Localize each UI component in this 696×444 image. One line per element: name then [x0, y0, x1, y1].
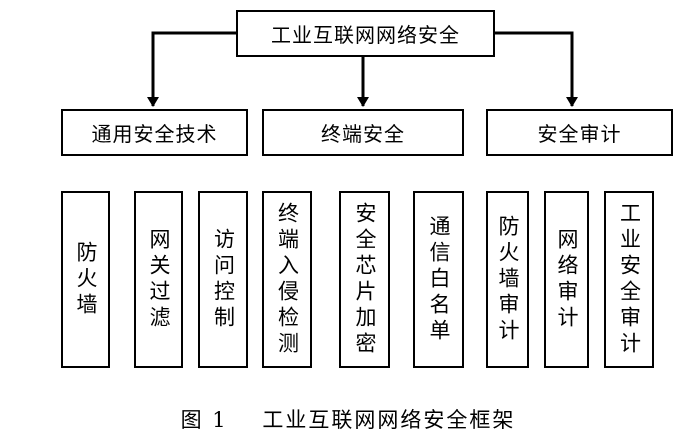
- leaf-label: 安全芯片加密: [353, 201, 377, 358]
- leaf-network-audit: 网络审计: [544, 191, 589, 368]
- arrow-to-general-security: [147, 31, 236, 107]
- leaf-security-chip-encryption: 安全芯片加密: [339, 191, 390, 368]
- category-endpoint-security: 终端安全: [262, 109, 464, 156]
- leaf-firewall-audit: 防火墙审计: [486, 191, 529, 368]
- leaf-gateway-filtering: 网关过滤: [134, 191, 183, 368]
- leaf-communication-whitelist: 通信白名单: [413, 191, 464, 368]
- category-security-audit: 安全审计: [486, 109, 673, 156]
- arrow-to-security-audit: [495, 31, 578, 107]
- leaf-label: 网络审计: [555, 227, 579, 332]
- figure-caption: 图 1 工业互联网网络安全框架: [180, 408, 516, 432]
- category-general-security: 通用安全技术: [61, 109, 248, 156]
- leaf-industrial-security-audit: 工业安全审计: [604, 191, 654, 368]
- leaf-label: 终端入侵检测: [275, 201, 300, 358]
- leaf-label: 访问控制: [211, 227, 236, 332]
- leaf-label: 防火墙: [74, 240, 98, 319]
- leaf-label: 通信白名单: [427, 214, 451, 345]
- category-label: 安全审计: [537, 122, 622, 146]
- leaf-label: 网关过滤: [147, 227, 171, 332]
- category-label: 终端安全: [321, 122, 405, 146]
- leaf-access-control: 访问控制: [198, 191, 248, 368]
- leaf-label: 防火墙审计: [496, 214, 520, 345]
- root-node: 工业互联网网络安全: [236, 10, 495, 57]
- leaf-label: 工业安全审计: [617, 201, 642, 358]
- leaf-firewall: 防火墙: [61, 191, 110, 368]
- category-label: 通用安全技术: [91, 122, 218, 146]
- root-label: 工业互联网网络安全: [271, 23, 460, 47]
- leaf-endpoint-intrusion-detection: 终端入侵检测: [262, 191, 312, 368]
